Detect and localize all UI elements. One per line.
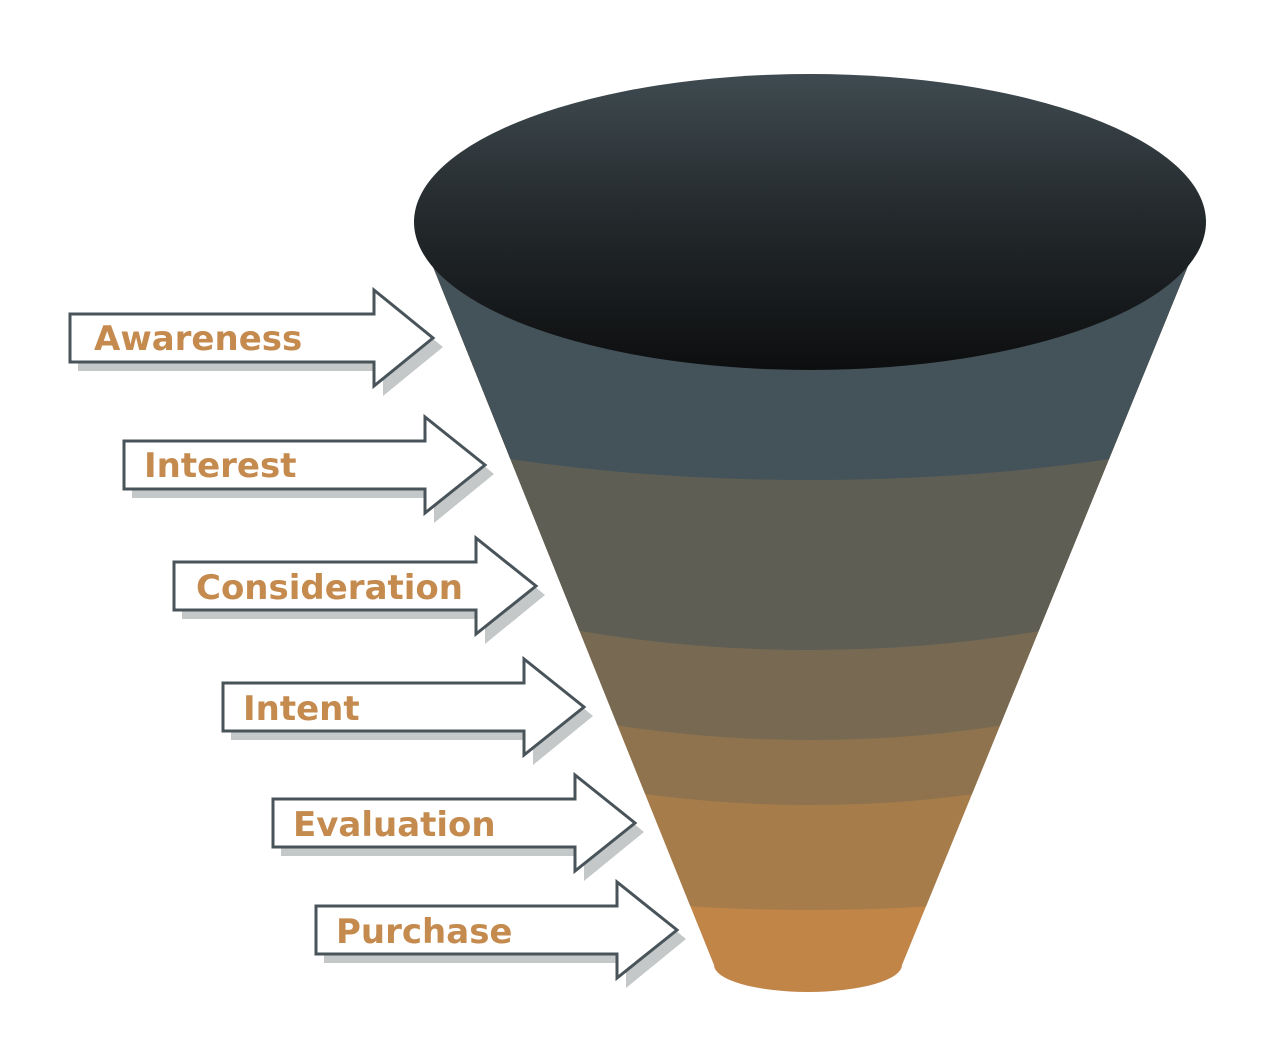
arrow-purchase: Purchase bbox=[314, 878, 686, 988]
arrow-shape bbox=[68, 286, 436, 390]
arrow-shape bbox=[314, 878, 680, 982]
stage-label-intent: Intent bbox=[243, 689, 360, 729]
arrow-shape bbox=[221, 655, 587, 759]
stage-label-purchase: Purchase bbox=[336, 912, 513, 952]
stage-label-evaluation: Evaluation bbox=[293, 805, 496, 845]
arrow-intent: Intent bbox=[221, 655, 593, 765]
arrow-evaluation: Evaluation bbox=[271, 771, 644, 881]
stage-label-interest: Interest bbox=[144, 446, 297, 486]
stage-label-consideration: Consideration bbox=[196, 568, 463, 608]
arrow-shape bbox=[271, 771, 638, 875]
stage-label-awareness: Awareness bbox=[94, 319, 302, 359]
arrow-shape bbox=[122, 413, 488, 517]
arrow-awareness: Awareness bbox=[68, 286, 443, 396]
stage-arrows: Awareness Interest Consideration Intent … bbox=[68, 286, 686, 988]
arrow-interest: Interest bbox=[122, 413, 494, 523]
funnel-top-opening bbox=[414, 74, 1206, 370]
arrow-consideration: Consideration bbox=[172, 534, 545, 644]
arrow-shape bbox=[172, 534, 539, 638]
